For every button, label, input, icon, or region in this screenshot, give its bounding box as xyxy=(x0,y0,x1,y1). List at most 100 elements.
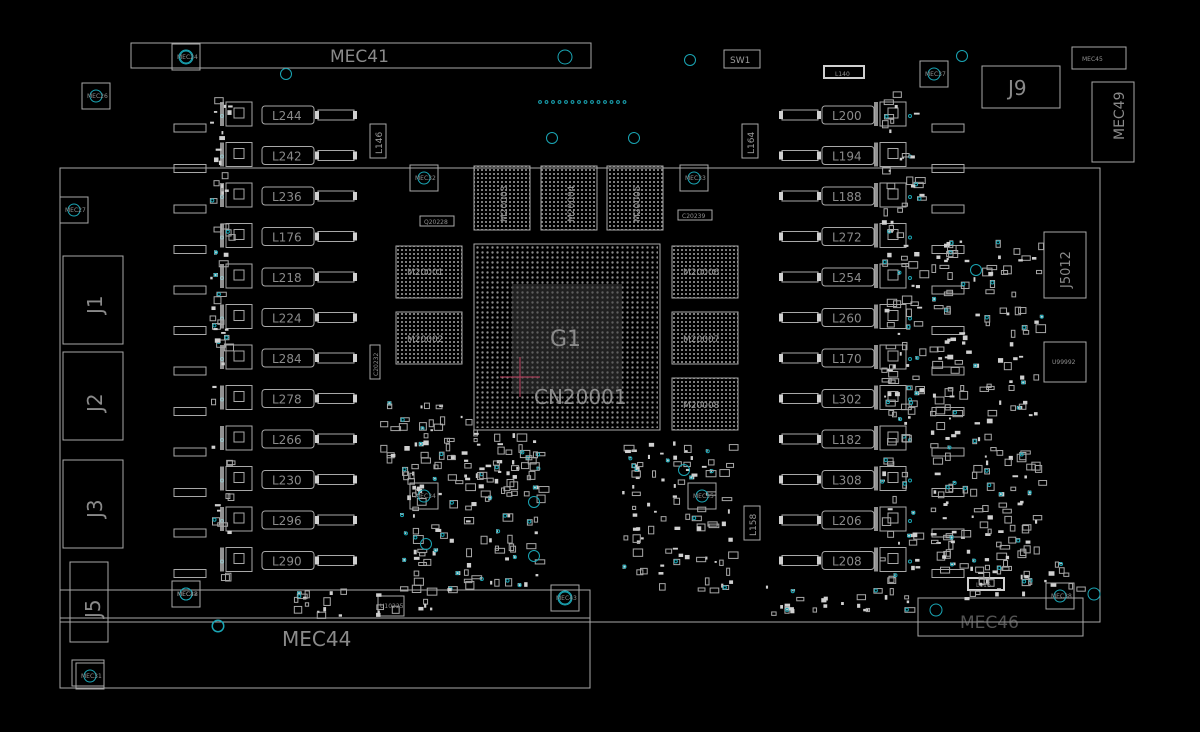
inductor-label: L218 xyxy=(272,271,302,285)
inductor-label: L254 xyxy=(832,271,862,285)
inductor-l260: L260 xyxy=(779,304,965,335)
svg-text:C20239: C20239 xyxy=(682,213,705,220)
inductor-l254: L254 xyxy=(779,263,965,295)
inductor-label: L284 xyxy=(272,352,302,366)
svg-text:M20003: M20003 xyxy=(500,186,510,222)
svg-text:M20005: M20005 xyxy=(633,186,643,222)
inductor-l302: L302 xyxy=(779,385,965,416)
mounting-hole-mec24: MEC24 xyxy=(171,43,201,71)
inductor-label: L188 xyxy=(832,190,862,204)
inductor-l176: L176 xyxy=(173,223,357,254)
mounting-hole-mec42: MEC42 xyxy=(171,580,201,608)
memory-m20002: M20002 xyxy=(395,311,463,365)
inductor-l278: L278 xyxy=(173,385,357,416)
svg-text:MEC28: MEC28 xyxy=(177,591,198,598)
l158-part: L158 xyxy=(743,505,761,541)
inductor-label: L236 xyxy=(272,190,302,204)
j9-label: J9 xyxy=(1006,76,1027,100)
left-inductor-column: L244L242L236L176L218L224L284L278L266L230… xyxy=(173,101,357,578)
mounting-hole-mec27: MEC27 xyxy=(59,196,89,224)
mounting-hole-mec43: MEC43 xyxy=(550,584,580,612)
l140-part: L140 xyxy=(823,65,865,79)
gpu-g1: G1 CN20001 xyxy=(473,243,661,431)
inductor-l290: L290 xyxy=(173,547,357,578)
inductor-l208: L208 xyxy=(779,547,965,578)
memory-m20008: M20008 xyxy=(671,377,739,431)
inductor-l236: L236 xyxy=(173,182,357,214)
inductor-l272: L272 xyxy=(779,223,965,254)
q20228-part: Q20228 xyxy=(419,215,455,227)
mec49-bracket: MEC49 xyxy=(1091,81,1135,163)
j5-connector: J5 xyxy=(69,561,109,643)
j5-label: J5 xyxy=(81,599,105,620)
memory-m20001: M20001 xyxy=(395,245,463,299)
svg-text:L116: L116 xyxy=(976,582,991,589)
inductor-label: L260 xyxy=(832,312,862,326)
mounting-hole-mec38: MEC38 xyxy=(1045,582,1075,610)
gpu-label: G1 xyxy=(550,327,581,352)
inductor-l206: L206 xyxy=(779,506,965,538)
svg-text:M20004: M20004 xyxy=(567,185,577,222)
svg-text:MEC27: MEC27 xyxy=(65,207,86,214)
inductor-l230: L230 xyxy=(173,466,357,497)
memory-m20005: M20005 xyxy=(606,165,664,231)
mounting-hole-mec26: MEC26 xyxy=(81,82,111,110)
svg-text:MEC43: MEC43 xyxy=(556,595,577,602)
inductor-label: L224 xyxy=(272,312,302,326)
mounting-hole-mec31: MEC31 xyxy=(75,662,105,690)
memory-m20007: M20007 xyxy=(671,311,739,365)
inductor-label: L296 xyxy=(272,514,302,528)
mounting-hole-mec37: MEC37 xyxy=(919,60,949,88)
svg-text:U99992: U99992 xyxy=(1052,359,1076,366)
svg-text:MEC33: MEC33 xyxy=(685,175,706,182)
inductor-l266: L266 xyxy=(173,425,357,457)
j9-connector: J9 xyxy=(981,65,1061,109)
svg-text:M20008: M20008 xyxy=(683,401,720,411)
inductor-label: L290 xyxy=(272,555,302,569)
inductor-l296: L296 xyxy=(173,506,357,538)
svg-text:MEC31: MEC31 xyxy=(81,673,102,680)
inductor-label: L200 xyxy=(832,109,862,123)
memory-m20003: M20003 xyxy=(473,165,531,231)
j1-connector: J1 xyxy=(62,255,124,345)
inductor-l218: L218 xyxy=(173,263,357,295)
right-inductor-column: L200L194L188L272L254L260L170L302L182L308… xyxy=(779,101,965,578)
j3-label: J3 xyxy=(83,499,107,520)
inductor-l244: L244 xyxy=(173,101,357,133)
svg-text:MEC34: MEC34 xyxy=(415,493,436,500)
c20232-part: C20232 xyxy=(369,344,381,380)
svg-text:M20002: M20002 xyxy=(407,335,443,345)
inductor-label: L308 xyxy=(832,474,862,488)
inductor-l200: L200 xyxy=(779,101,965,133)
inductor-label: L194 xyxy=(832,150,862,164)
inductor-label: L176 xyxy=(272,231,302,245)
mec41-bracket: MEC41 xyxy=(130,42,592,69)
c20239-part: C20239 xyxy=(677,209,713,221)
svg-text:MEC38: MEC38 xyxy=(1051,593,1072,600)
inductor-label: L208 xyxy=(832,555,862,569)
inductor-label: L230 xyxy=(272,474,302,488)
inductor-l194: L194 xyxy=(779,142,965,173)
l164-part: L164 xyxy=(741,123,759,159)
j5012-label: J5012 xyxy=(1059,251,1074,289)
j5012-connector: J5012 xyxy=(1043,231,1087,299)
svg-text:M20001: M20001 xyxy=(407,268,443,278)
inductor-l242: L242 xyxy=(173,142,357,173)
u10225-chip: U10225 xyxy=(377,595,405,617)
inductor-l188: L188 xyxy=(779,182,965,214)
inductor-l284: L284 xyxy=(173,344,357,376)
svg-text:MEC42: MEC42 xyxy=(177,591,198,598)
inductor-l170: L170 xyxy=(779,344,965,376)
svg-text:L140: L140 xyxy=(835,71,850,78)
inductor-label: L266 xyxy=(272,433,302,447)
mec45-bracket: MEC45 xyxy=(1071,46,1127,70)
sw1-label: SW1 xyxy=(730,56,750,66)
gpu-socket-label: CN20001 xyxy=(534,385,627,409)
mec44-bracket: MEC44 xyxy=(59,589,591,689)
inductor-label: L206 xyxy=(832,514,862,528)
mounting-hole-mec34: MEC34 xyxy=(409,482,439,510)
mec44-label: MEC44 xyxy=(282,627,351,651)
inductor-l182: L182 xyxy=(779,425,965,457)
